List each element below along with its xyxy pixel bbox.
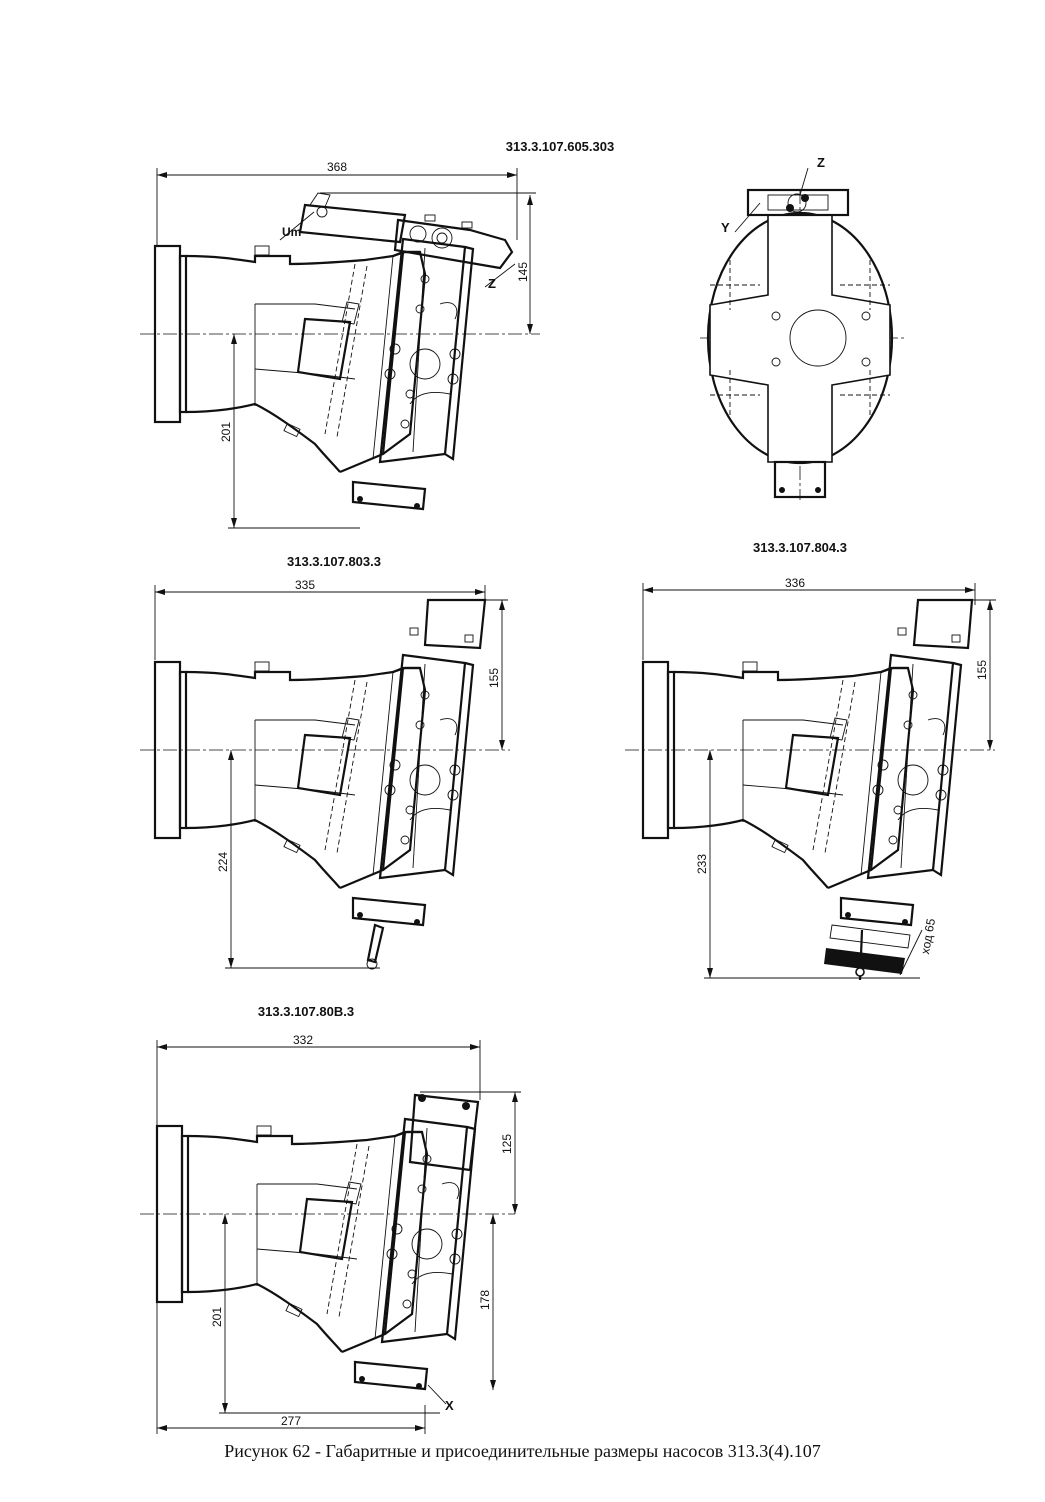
dim-axis: 224 xyxy=(216,852,230,872)
label-z: Z xyxy=(488,276,496,291)
dim-height: 155 xyxy=(975,660,989,680)
stroke-label: ход 65 xyxy=(918,917,938,955)
end-label-y: Y xyxy=(721,220,730,235)
dim-height: 125 xyxy=(500,1134,514,1154)
dim-height: 145 xyxy=(516,262,530,282)
dim-axis-right: 178 xyxy=(478,1290,492,1310)
dim-bottom: 277 xyxy=(281,1414,301,1428)
end-label-z: Z xyxy=(817,155,825,170)
dim-axis: 201 xyxy=(210,1307,224,1327)
label-x: X xyxy=(445,1398,454,1413)
dim-length: 335 xyxy=(295,578,315,592)
dim-length: 368 xyxy=(327,160,347,174)
view-804-3-title: 313.3.107.804.3 xyxy=(753,540,847,555)
dim-length: 332 xyxy=(293,1033,313,1047)
label-um: Um xyxy=(282,225,301,239)
end-view: Z Y xyxy=(700,155,905,500)
view-605-303: 313.3.107.605.303 368 145 201 Um xyxy=(140,139,614,529)
figure-caption: Рисунок 62 - Габаритные и присоединитель… xyxy=(224,1441,821,1461)
view-803-3: 313.3.107.803.3 335 155 224 xyxy=(140,554,510,970)
dim-length: 336 xyxy=(785,576,805,590)
dim-height: 155 xyxy=(487,668,501,688)
view-803-3-title: 313.3.107.803.3 xyxy=(287,554,381,569)
dim-axis: 233 xyxy=(695,854,709,874)
view-605-303-title: 313.3.107.605.303 xyxy=(506,139,614,154)
view-80v-3: 313.3.107.80В.3 332 125 201 178 277 xyxy=(140,1004,521,1434)
dim-axis: 201 xyxy=(219,422,233,442)
view-80v-3-title: 313.3.107.80В.3 xyxy=(258,1004,354,1019)
view-804-3: 313.3.107.804.3 336 155 233 ход 65 xyxy=(625,540,996,981)
